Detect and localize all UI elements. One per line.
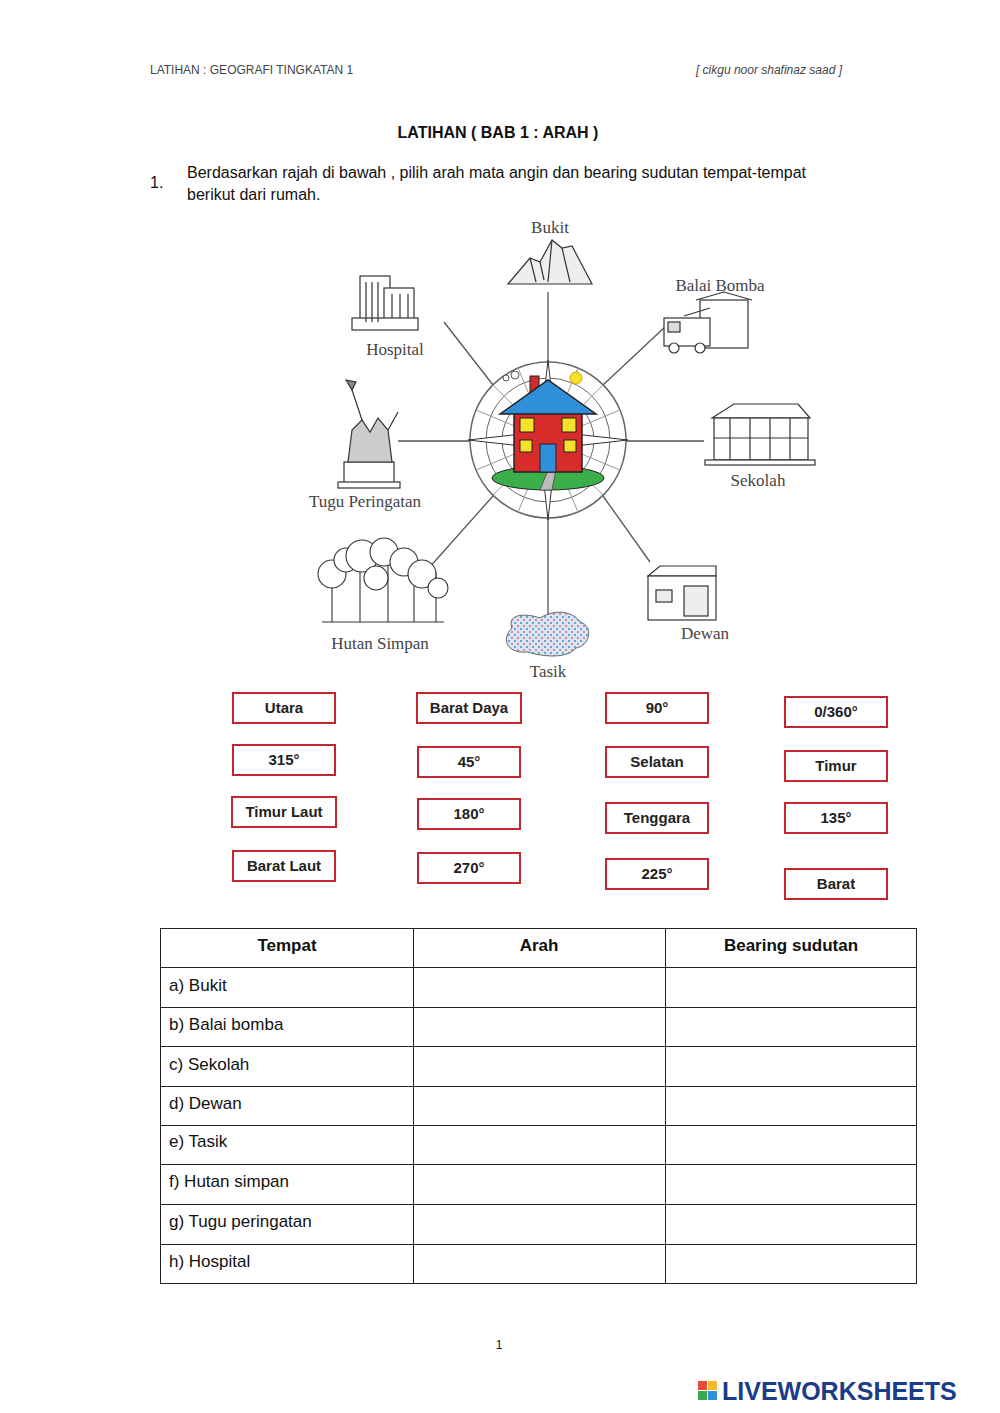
place-label: Dewan xyxy=(681,623,729,646)
answer-box: 270° xyxy=(417,852,521,884)
answer-text: 225° xyxy=(641,865,672,882)
house-icon xyxy=(492,371,604,490)
table-cell: a) Bukit xyxy=(169,975,227,998)
answer-text: 90° xyxy=(646,699,669,716)
answer-box: 0/360° xyxy=(784,696,888,728)
table-cell: d) Dewan xyxy=(169,1093,242,1116)
page-header: [ cikgu noor shafinaz saad ] xyxy=(696,62,842,78)
school-icon xyxy=(705,404,815,465)
table-cell: e) Tasik xyxy=(169,1131,227,1154)
answer-text: 45° xyxy=(458,753,481,770)
hall-icon xyxy=(648,566,716,620)
answer-text: Barat xyxy=(817,875,855,892)
watermark: LIVEWORKSHEETS xyxy=(722,1375,957,1409)
answer-box: Tenggara xyxy=(605,802,709,834)
place-label: Sekolah xyxy=(731,470,786,493)
answer-text: 270° xyxy=(453,859,484,876)
place-label: Hutan Simpan xyxy=(331,633,429,656)
answer-text: 315° xyxy=(268,751,299,768)
answer-box: Timur xyxy=(784,750,888,782)
answer-box: 90° xyxy=(605,692,709,724)
answer-text: Barat Laut xyxy=(247,857,321,874)
forest-icon xyxy=(318,538,448,622)
place-label: Bukit xyxy=(531,217,569,240)
question-number: 1. xyxy=(150,172,163,194)
answer-text: Selatan xyxy=(630,753,683,770)
table-cell: h) Hospital xyxy=(169,1251,250,1274)
answer-text: Barat Daya xyxy=(430,699,508,716)
table-header: Arah xyxy=(520,935,559,958)
monument-icon xyxy=(338,380,400,488)
hospital-icon xyxy=(352,276,418,330)
answer-text: 0/360° xyxy=(814,703,858,720)
place-label: Tugu Peringatan xyxy=(309,491,421,514)
answer-box: Barat xyxy=(784,868,888,900)
table-cell: g) Tugu peringatan xyxy=(169,1211,312,1234)
answer-text: Timur xyxy=(815,757,856,774)
table-cell: f) Hutan simpan xyxy=(169,1171,289,1194)
table-header: Tempat xyxy=(257,935,316,958)
answer-text: Timur Laut xyxy=(245,803,322,820)
answer-box: Utara xyxy=(232,692,336,724)
answer-text: Utara xyxy=(265,699,303,716)
table-cell: c) Sekolah xyxy=(169,1054,249,1077)
hill-icon xyxy=(508,240,592,284)
compass-rose xyxy=(468,360,628,520)
answer-table xyxy=(160,928,917,1284)
answer-box: Selatan xyxy=(605,746,709,778)
lake-icon xyxy=(506,612,588,656)
question-text: Berdasarkan rajah di bawah , pilih arah … xyxy=(187,162,852,205)
place-label: Balai Bomba xyxy=(675,275,764,298)
answer-box: Barat Laut xyxy=(232,850,336,882)
page-number: 1 xyxy=(496,1337,503,1353)
page-header: LATIHAN : GEOGRAFI TINGKATAN 1 xyxy=(150,62,353,78)
answer-text: 135° xyxy=(820,809,851,826)
answer-box: 135° xyxy=(784,802,888,834)
table-cell: b) Balai bomba xyxy=(169,1014,283,1037)
place-label: Tasik xyxy=(530,661,567,684)
worksheet-title: LATIHAN ( BAB 1 : ARAH ) xyxy=(398,124,599,142)
table-header: Bearing sudutan xyxy=(724,935,858,958)
answer-text: Tenggara xyxy=(624,809,690,826)
answer-box: 180° xyxy=(417,798,521,830)
logo-icon xyxy=(698,1381,717,1400)
answer-box: 315° xyxy=(232,744,336,776)
answer-box: 45° xyxy=(417,746,521,778)
place-label: Hospital xyxy=(366,339,424,362)
answer-text: 180° xyxy=(453,805,484,822)
answer-box: Barat Daya xyxy=(416,692,522,724)
fire-station-icon xyxy=(664,292,752,353)
answer-box: Timur Laut xyxy=(231,796,336,828)
answer-box: 225° xyxy=(605,858,709,890)
